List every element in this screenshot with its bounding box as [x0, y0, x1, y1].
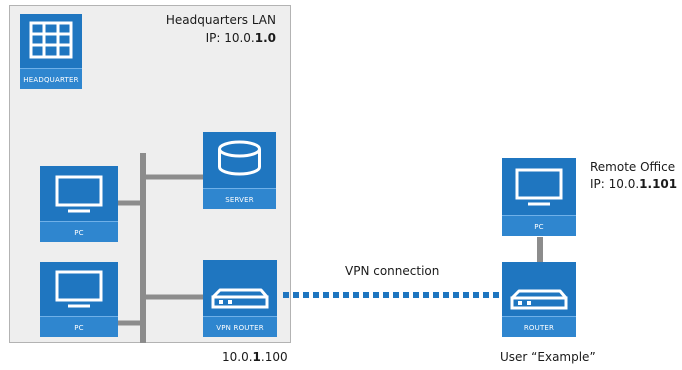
router-node[interactable]: ROUTER — [502, 262, 576, 337]
monitor-icon — [55, 270, 103, 308]
server-label: SERVER — [225, 196, 254, 204]
router-label: ROUTER — [523, 324, 555, 332]
vpn-router-node[interactable]: VPN ROUTER — [203, 260, 277, 337]
pc-top-label: PC — [74, 229, 84, 237]
hq-lan-title: Headquarters LAN — [165, 13, 276, 27]
server-node[interactable]: SERVER — [203, 132, 276, 209]
remote-pc-node[interactable]: PC — [502, 158, 576, 236]
remote-pc-label: PC — [534, 223, 544, 231]
hq-lan-ip: IP: 10.0.1.0 — [205, 31, 276, 45]
vpn-router-label: VPN ROUTER — [216, 324, 264, 332]
router-icon — [211, 288, 269, 309]
vpn-router-ip: 10.0.1.100 — [222, 350, 288, 364]
headquarter-node[interactable]: HEADQUARTER — [20, 14, 82, 89]
pc-node-top[interactable]: PC — [40, 166, 118, 242]
remote-office-ip: IP: 10.0.1.101 — [590, 177, 678, 191]
building-icon — [29, 21, 73, 59]
headquarter-label: HEADQUARTER — [23, 76, 79, 84]
user-example-label: User “Example” — [500, 350, 596, 364]
pc-node-bottom[interactable]: PC — [40, 262, 118, 337]
monitor-icon — [515, 168, 563, 206]
pc-bottom-label: PC — [74, 324, 84, 332]
router-icon — [510, 289, 568, 310]
database-icon — [218, 140, 261, 176]
remote-office-title: Remote Office — [590, 160, 676, 174]
monitor-icon — [55, 175, 103, 213]
vpn-connection-label: VPN connection — [345, 264, 440, 278]
